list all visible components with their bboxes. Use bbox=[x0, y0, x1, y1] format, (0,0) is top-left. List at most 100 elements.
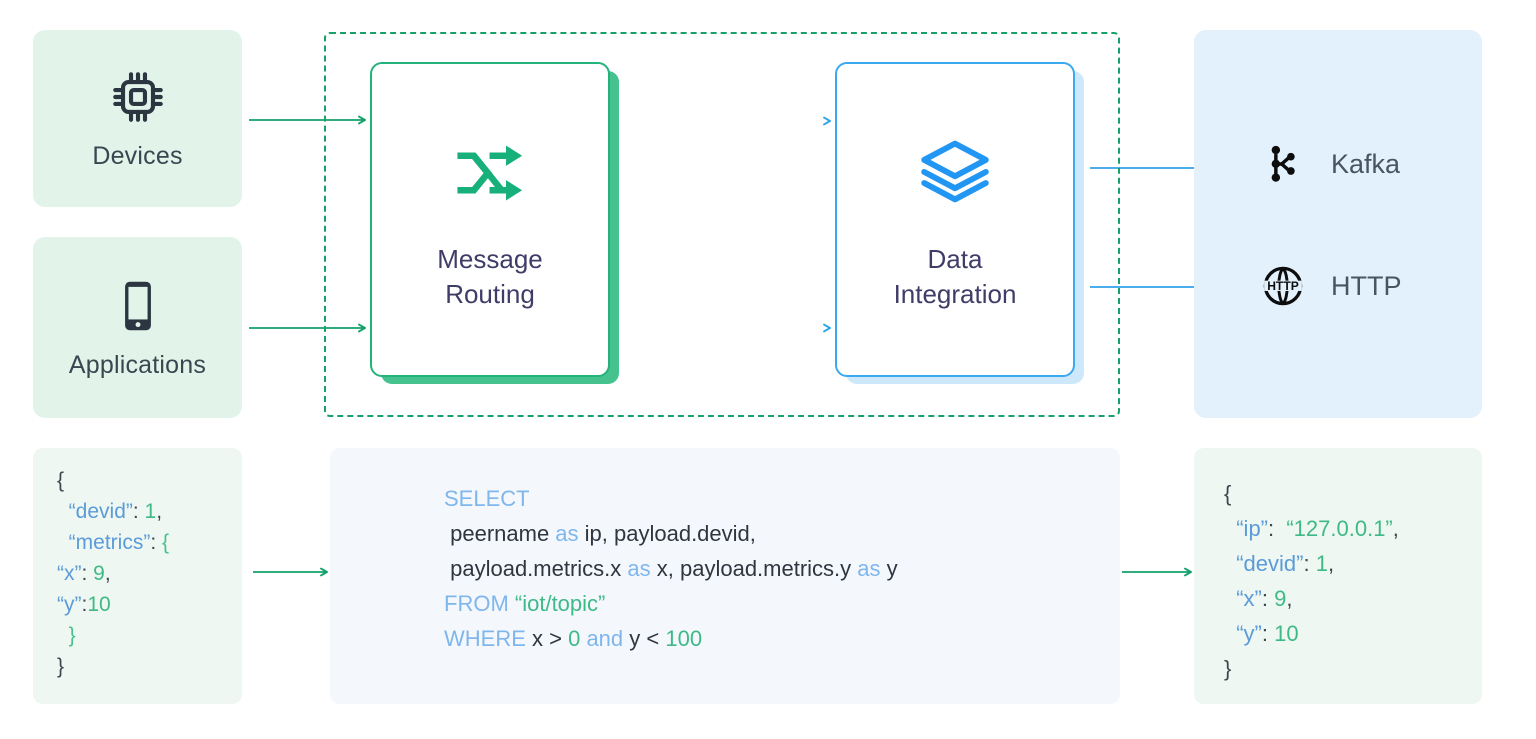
code-token: “y” bbox=[1236, 621, 1262, 646]
process-title-data-integration: Data Integration bbox=[894, 242, 1017, 311]
code-token: : bbox=[1268, 516, 1287, 541]
code-token: } bbox=[68, 624, 76, 647]
pipeline-boundary bbox=[324, 32, 1120, 417]
code-token: SELECT bbox=[444, 486, 530, 511]
process-title-message-routing: Message Routing bbox=[437, 242, 543, 311]
code-token bbox=[57, 531, 69, 554]
code-token: { bbox=[1224, 481, 1232, 506]
code-token: : bbox=[1261, 586, 1275, 611]
sql-query-code: SELECT peername as ip, payload.devid, pa… bbox=[444, 481, 898, 656]
code-line: } bbox=[1224, 651, 1399, 686]
code-line: “devid”: 1, bbox=[57, 496, 169, 527]
code-token: : bbox=[1303, 551, 1316, 576]
code-line: { bbox=[57, 465, 169, 496]
code-token: y < bbox=[629, 626, 666, 651]
code-token: “127.0.0.1” bbox=[1286, 516, 1393, 541]
sink-item-kafka[interactable]: Kafka bbox=[1261, 142, 1400, 186]
mobile-phone-icon bbox=[124, 281, 151, 331]
code-token: payload.metrics.x bbox=[444, 556, 628, 581]
code-line: “devid”: 1, bbox=[1224, 546, 1399, 581]
code-line: payload.metrics.x as x, payload.metrics.… bbox=[444, 551, 898, 586]
code-token: and bbox=[580, 626, 630, 651]
code-token: } bbox=[1224, 656, 1232, 681]
code-token: , bbox=[1286, 586, 1293, 611]
http-globe-icon: HTTP bbox=[1263, 266, 1303, 306]
cpu-chip-icon bbox=[112, 72, 163, 122]
kafka-icon bbox=[1271, 145, 1295, 182]
code-token: , bbox=[1327, 551, 1335, 576]
code-token bbox=[1224, 516, 1236, 541]
code-line: WHERE x > 0 and y < 100 bbox=[444, 621, 898, 656]
code-token: , bbox=[104, 562, 111, 585]
layers-icon bbox=[921, 140, 989, 203]
shuffle-icon bbox=[457, 145, 523, 201]
code-line: } bbox=[57, 620, 169, 651]
source-card-devices[interactable]: Devices bbox=[33, 30, 242, 207]
json-input-panel bbox=[33, 448, 242, 704]
code-line: “y”:10 bbox=[57, 589, 169, 620]
code-token: FROM bbox=[444, 591, 515, 616]
code-token: y bbox=[880, 556, 898, 581]
process-title-line1: Data bbox=[927, 244, 983, 274]
code-line: FROM “iot/topic” bbox=[444, 586, 898, 621]
json-input-code: { “devid”: 1, “metrics”: {“x”: 9,“y”:10 … bbox=[57, 465, 169, 682]
code-token: } bbox=[57, 655, 65, 678]
source-card-applications[interactable]: Applications bbox=[33, 237, 242, 418]
code-token: 100 bbox=[665, 626, 703, 651]
code-token: “iot/topic” bbox=[514, 591, 606, 616]
code-token: “devid” bbox=[68, 500, 133, 523]
code-token: 9 bbox=[1274, 586, 1287, 611]
code-token: WHERE bbox=[444, 626, 532, 651]
code-line: “ip”: “127.0.0.1”, bbox=[1224, 511, 1399, 546]
code-token: 0 bbox=[568, 626, 581, 651]
json-output-code: { “ip”: “127.0.0.1”, “devid”: 1, “x”: 9,… bbox=[1224, 476, 1399, 686]
sink-item-http[interactable]: HTTP HTTP bbox=[1261, 264, 1402, 308]
source-label-devices: Devices bbox=[92, 142, 183, 170]
process-title-line1: Message bbox=[437, 244, 543, 274]
code-token: as bbox=[555, 521, 579, 546]
code-token: : bbox=[150, 531, 162, 554]
process-title-line2: Routing bbox=[445, 278, 535, 309]
process-title-line2: Integration bbox=[893, 278, 1017, 309]
process-box-data-integration[interactable]: Data Integration bbox=[835, 62, 1075, 377]
code-token: peername bbox=[444, 521, 556, 546]
code-token: 9 bbox=[93, 562, 105, 585]
code-line: “y”: 10 bbox=[1224, 616, 1399, 651]
source-label-applications: Applications bbox=[68, 351, 207, 379]
code-line: SELECT bbox=[444, 481, 898, 516]
code-token: , bbox=[1392, 516, 1399, 541]
sql-query-panel bbox=[330, 448, 1120, 704]
code-token: x > bbox=[532, 626, 569, 651]
code-token: { bbox=[57, 469, 65, 492]
code-token bbox=[1224, 551, 1236, 576]
code-token: “metrics” bbox=[68, 531, 151, 554]
code-token: { bbox=[162, 531, 170, 554]
code-token: x, payload.metrics.y bbox=[650, 556, 858, 581]
json-output-panel bbox=[1194, 448, 1482, 704]
code-token bbox=[1224, 621, 1236, 646]
code-token: ip, payload.devid, bbox=[578, 521, 756, 546]
code-line: peername as ip, payload.devid, bbox=[444, 516, 898, 551]
process-box-message-routing[interactable]: Message Routing bbox=[370, 62, 610, 377]
code-token bbox=[1224, 586, 1236, 611]
code-token: 10 bbox=[87, 593, 111, 616]
code-token: “y” bbox=[57, 593, 82, 616]
code-token: as bbox=[627, 556, 651, 581]
code-token: 1 bbox=[1315, 551, 1328, 576]
svg-text:HTTP: HTTP bbox=[1267, 279, 1299, 293]
code-line: } bbox=[57, 651, 169, 682]
code-line: “x”: 9, bbox=[1224, 581, 1399, 616]
sink-label-kafka: Kafka bbox=[1331, 148, 1401, 179]
code-token bbox=[57, 624, 69, 647]
code-token: 1 bbox=[144, 500, 157, 523]
code-token: 10 bbox=[1274, 621, 1299, 646]
code-line: { bbox=[1224, 476, 1399, 511]
code-token: : bbox=[1261, 621, 1275, 646]
sink-panel bbox=[1194, 30, 1482, 418]
code-token: as bbox=[857, 556, 881, 581]
code-token: , bbox=[156, 500, 163, 523]
code-token: “ip” bbox=[1236, 516, 1269, 541]
code-token: : bbox=[81, 562, 94, 585]
code-token: : bbox=[81, 593, 88, 616]
